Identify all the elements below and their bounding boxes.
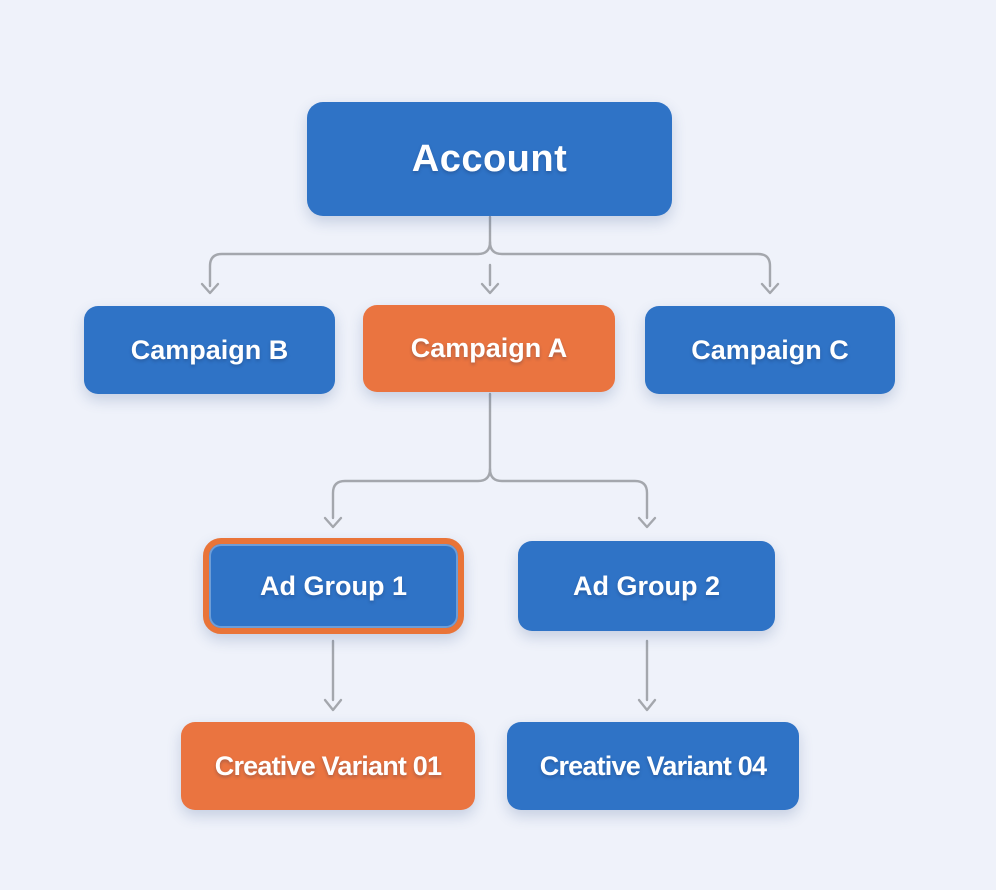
node-campaign-c: Campaign C	[645, 306, 895, 394]
node-campaign-c-label: Campaign C	[691, 334, 849, 365]
edge-account-campaign-c	[488, 240, 772, 288]
node-account-label: Account	[411, 137, 568, 180]
arrowhead-creative-04	[637, 698, 657, 712]
node-campaign-a: Campaign A	[363, 305, 615, 392]
arrowhead-campaign-c	[760, 282, 780, 295]
node-creative-variant-04: Creative Variant 04	[507, 722, 799, 810]
arrowhead-ad-group-2	[637, 516, 657, 529]
node-ad-group-1-highlighted: Ad Group 1	[203, 538, 464, 634]
edge-account-campaign-b	[208, 215, 492, 288]
arrowhead-ad-group-1	[323, 516, 343, 529]
node-campaign-b-label: Campaign B	[130, 334, 289, 365]
node-creative-variant-04-label: Creative Variant 04	[539, 750, 767, 781]
arrowhead-campaign-b	[200, 282, 220, 295]
node-creative-variant-01: Creative Variant 01	[181, 722, 475, 810]
node-ad-group-1-label: Ad Group 1	[260, 570, 407, 601]
node-creative-variant-01-label: Creative Variant 01	[214, 750, 442, 781]
node-ad-group-2-label: Ad Group 2	[573, 570, 720, 601]
node-campaign-b: Campaign B	[84, 306, 335, 394]
node-account: Account	[307, 102, 672, 216]
node-ad-group-2: Ad Group 2	[518, 541, 775, 631]
arrowhead-campaign-a	[480, 282, 500, 295]
edge-campaign-a-ad-group-1	[331, 392, 492, 520]
node-campaign-a-label: Campaign A	[410, 333, 568, 363]
edge-campaign-a-ad-group-2	[488, 467, 649, 520]
arrowhead-creative-01	[323, 698, 343, 712]
